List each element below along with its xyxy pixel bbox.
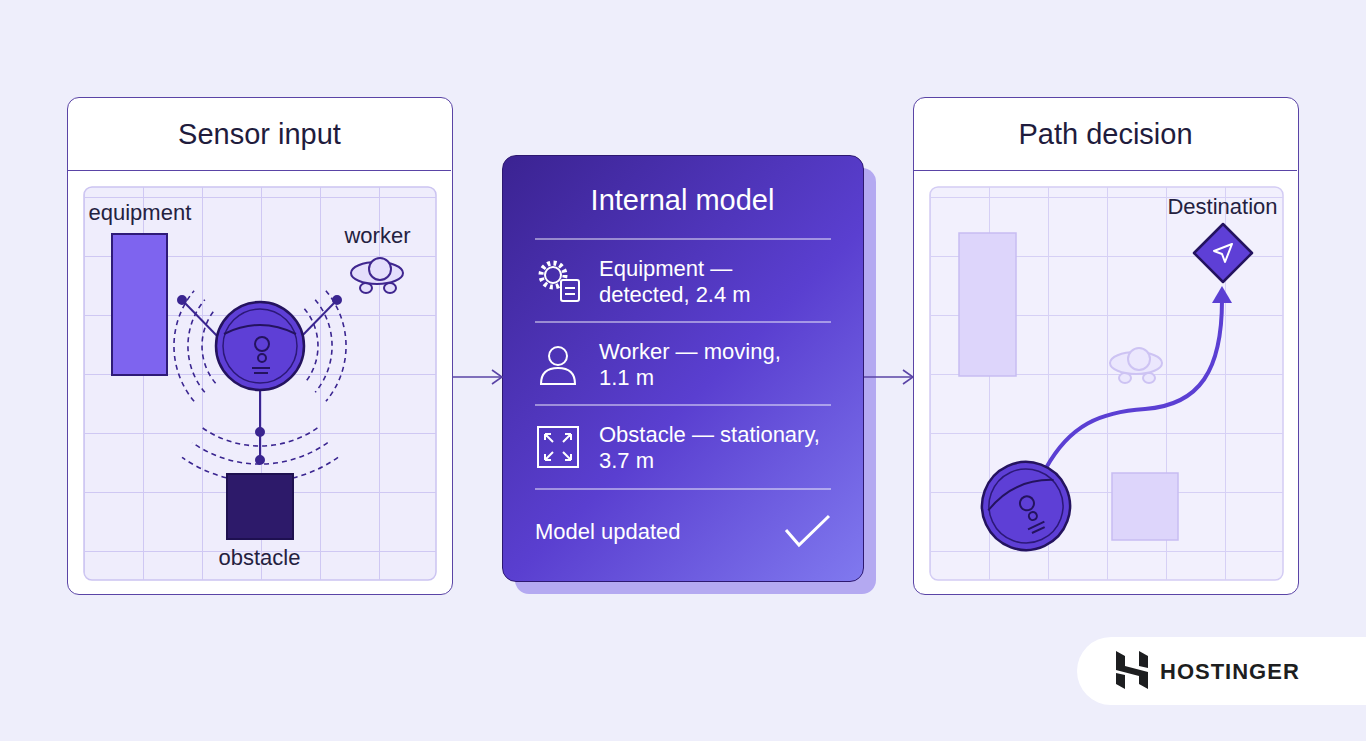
destination-label: Destination (1163, 194, 1283, 220)
status-text: Model updated (535, 519, 755, 545)
worker-head (369, 258, 391, 280)
navigation-icon (1214, 244, 1232, 262)
equipment-block (111, 233, 168, 376)
destination-node: Destination (1163, 194, 1283, 286)
model-entry: Equipment — detected, 2.4 m (599, 256, 764, 309)
object-label: worker (340, 223, 416, 249)
diamond-outline (1194, 224, 1252, 282)
flow-arrow (864, 376, 913, 378)
logo-mark (1116, 673, 1125, 689)
object-label: equipment (89, 200, 206, 226)
obstacle-node: obstacle (205, 470, 315, 572)
logo-mark (1116, 651, 1148, 689)
obstacle-block (226, 473, 294, 540)
object-label: obstacle (205, 545, 315, 571)
model-entry: Worker — moving, 1.1 m (599, 339, 799, 392)
panel-box: Path decisionDestination (913, 97, 1299, 595)
model-entry: Obstacle — stationary, 3.7 m (599, 422, 839, 475)
equipment-node: equipment (86, 200, 206, 378)
worker-node: worker (340, 223, 416, 303)
brand-watermark: HOSTINGER (1160, 659, 1300, 685)
worker-foot (384, 283, 396, 293)
model-card: Internal modelEquipment — detected, 2.4 … (502, 155, 864, 582)
panel-box: Sensor input equipment worker obstacle (67, 97, 453, 595)
logo-mark (1139, 651, 1148, 668)
panel-heading: Path decision (914, 98, 1297, 171)
card-title: Internal model (503, 183, 862, 218)
flow-arrow (453, 376, 502, 378)
panel-heading: Sensor input (68, 98, 451, 171)
